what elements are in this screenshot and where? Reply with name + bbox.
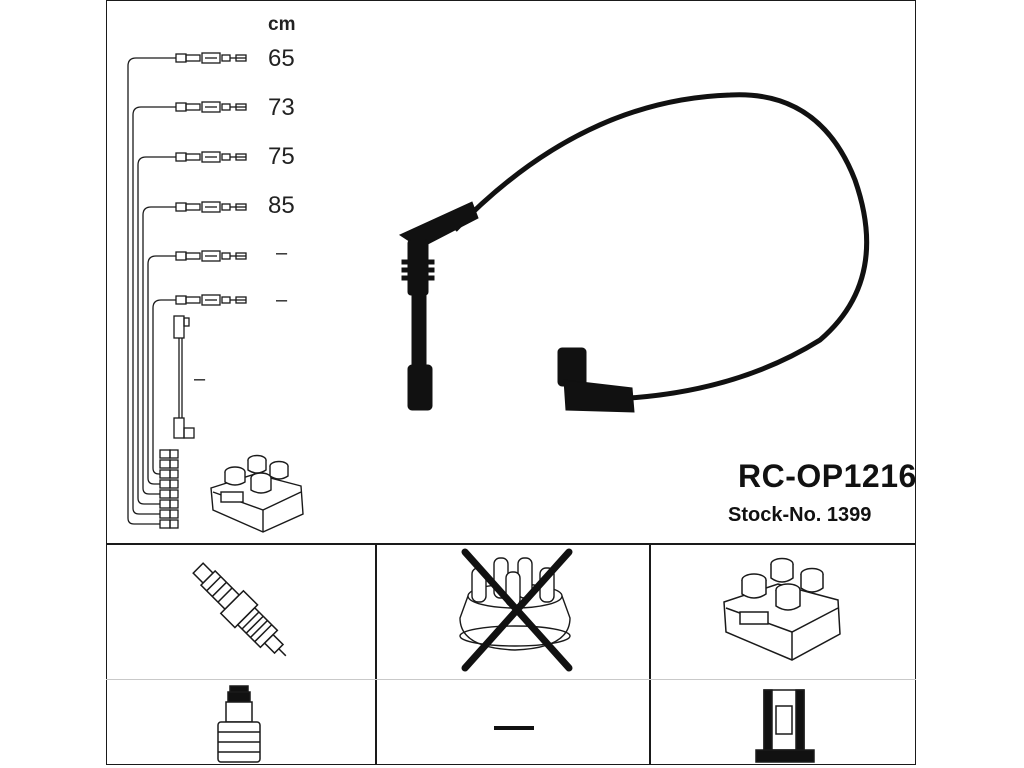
ignition-lead-icon [398, 92, 870, 413]
length-label-4: 85 [268, 192, 295, 219]
ignition-coil-icon [210, 454, 304, 533]
grid-column-divider-2 [649, 543, 651, 765]
length-label-5: – [276, 242, 288, 264]
ignition-coil-icon [723, 557, 841, 661]
top-section-divider [106, 543, 916, 545]
plug-boot-icon [217, 685, 261, 763]
length-label-3: 75 [268, 143, 295, 170]
terminal-connector-icon [755, 689, 815, 763]
length-label-1: 65 [268, 45, 295, 72]
stock-number: Stock-No. 1399 [728, 504, 872, 526]
length-label-6: – [276, 289, 288, 311]
lead-set-schematic [127, 52, 247, 529]
length-label-2: 73 [268, 94, 295, 121]
cross-out-icon [461, 548, 573, 672]
grid-row-divider [106, 679, 916, 680]
product-frame [106, 0, 916, 765]
coil-lead-length-label: – [194, 368, 206, 390]
not-applicable-mark [494, 726, 534, 730]
grid-column-divider-1 [375, 543, 377, 765]
product-code: RC-OP1216 [738, 458, 917, 494]
spark-plug-icon [192, 562, 287, 657]
unit-label: cm [268, 14, 296, 35]
